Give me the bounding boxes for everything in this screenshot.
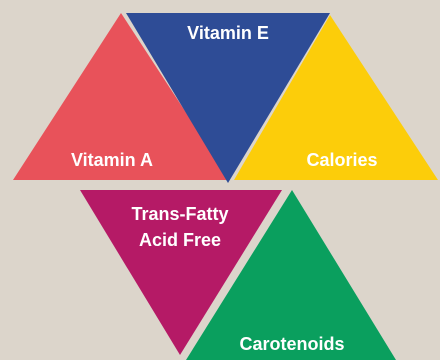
triangle-carotenoids: [186, 190, 396, 360]
triangle-vitamin-a: [13, 13, 230, 180]
triangle-vitamin-e: [126, 13, 330, 183]
triangle-calories: [234, 15, 438, 180]
label-calories: Calories: [306, 150, 377, 170]
label-trans-fatty-line1: Trans-Fatty: [131, 204, 228, 224]
label-trans-fatty-line2: Acid Free: [139, 230, 221, 250]
label-vitamin-e: Vitamin E: [187, 23, 269, 43]
label-carotenoids: Carotenoids: [239, 334, 344, 354]
triangle-trans-fatty-acid-free: [80, 190, 282, 355]
label-vitamin-a: Vitamin A: [71, 150, 153, 170]
